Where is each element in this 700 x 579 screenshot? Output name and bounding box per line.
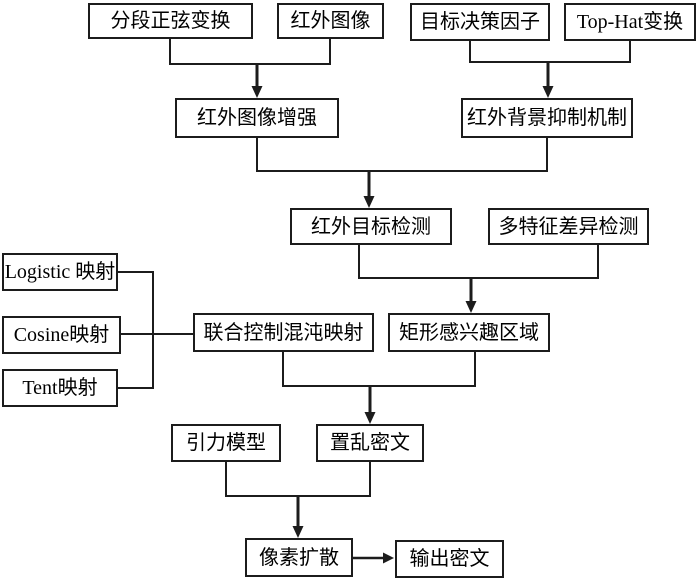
node-pixel-diffusion: 像素扩散 xyxy=(245,538,353,577)
edge-scramble-merge xyxy=(282,351,476,424)
connector-line xyxy=(358,245,599,279)
edge-output-arrow xyxy=(353,552,394,564)
node-infrared-image-enhancement: 红外图像增强 xyxy=(175,98,339,138)
node-top-hat-transform: Top-Hat变换 xyxy=(564,3,696,41)
node-joint-chaotic-map: 联合控制混沌映射 xyxy=(193,313,374,352)
connector-line xyxy=(256,137,548,172)
node-target-decision-factor: 目标决策因子 xyxy=(410,3,550,41)
edge-roi-merge xyxy=(358,245,599,313)
node-logistic-map: Logistic 映射 xyxy=(2,253,118,291)
node-tent-map: Tent映射 xyxy=(2,369,118,407)
arrowhead-down-icon xyxy=(292,526,304,538)
connector-line xyxy=(282,351,476,387)
arrowhead-down-icon xyxy=(465,301,477,313)
edge-detect-merge xyxy=(256,137,548,208)
edge-diffuse-merge xyxy=(225,462,371,538)
node-infrared-image: 红外图像 xyxy=(277,3,384,39)
arrowhead-down-icon xyxy=(542,86,554,98)
connector-line xyxy=(469,41,631,63)
node-rectangular-roi: 矩形感兴趣区域 xyxy=(388,313,550,352)
connector-line xyxy=(169,38,331,65)
arrowhead-down-icon xyxy=(251,86,263,98)
arrowhead-down-icon xyxy=(364,412,376,424)
edge-suppress-merge xyxy=(469,41,631,98)
arrowhead-down-icon xyxy=(363,196,375,208)
node-piecewise-sine-transform: 分段正弦变换 xyxy=(88,3,253,39)
connector-line xyxy=(225,462,371,497)
node-scrambled-ciphertext: 置乱密文 xyxy=(316,424,424,462)
connector-line xyxy=(117,271,154,389)
node-cosine-map: Cosine映射 xyxy=(2,316,121,354)
edge-enhance-merge xyxy=(169,38,331,98)
node-background-suppression: 红外背景抑制机制 xyxy=(461,98,633,138)
arrowhead-right-icon xyxy=(383,552,394,564)
node-gravity-model: 引力模型 xyxy=(171,424,281,462)
edge-maps-join xyxy=(117,271,193,389)
node-output-ciphertext: 输出密文 xyxy=(395,540,504,578)
node-infrared-target-detection: 红外目标检测 xyxy=(290,208,452,245)
node-multi-feature-detection: 多特征差异检测 xyxy=(488,208,649,245)
